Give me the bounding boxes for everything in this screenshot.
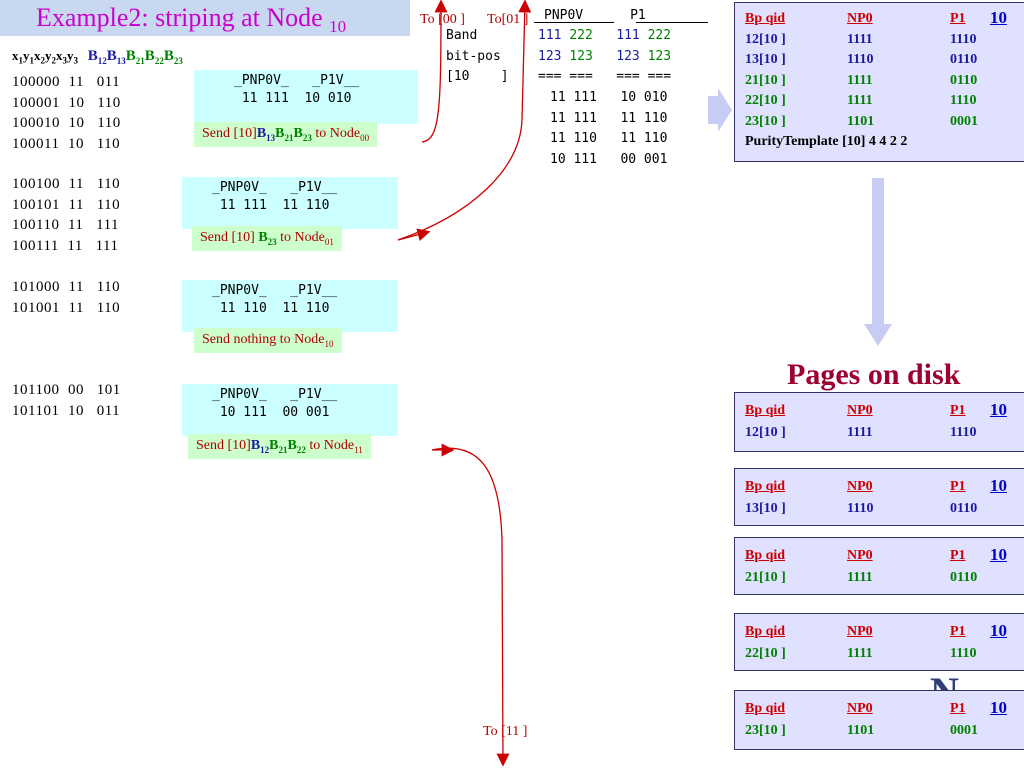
to-00-label: To [00 ] [420, 12, 465, 27]
band-label: Band [446, 28, 478, 43]
head-underline-1 [534, 22, 614, 23]
head-underline-2 [636, 22, 708, 23]
flow-arrow-right-head [718, 88, 732, 132]
bitpos-label: bit-pos [446, 49, 501, 64]
purity-box-01: _PNP0V_ _P1V__ 11 111 11 110 [182, 177, 398, 229]
vars-header: x1y1x2y2x3y3 [12, 48, 78, 66]
purity-box-10: _PNP0V_ _P1V__ 11 110 11 110 [182, 280, 398, 332]
arrow-to-11 [431, 447, 510, 767]
purity-box-00: _PNP0V_ _P1V__ 11 111 10 010 [194, 70, 418, 124]
purity-box-11: _PNP0V_ _P1V__ 10 111 00 001 [182, 384, 398, 436]
flow-arrow-down-bar [872, 178, 884, 326]
title-bar [0, 0, 410, 36]
slide-title: Example2: striping at Node 10 [36, 3, 347, 37]
pages-on-disk-title: Pages on disk [787, 358, 961, 391]
arrow-to-01-tail [397, 228, 431, 241]
separator-row: === === === === [538, 69, 672, 84]
bitpos-values: 123 123 123 123 [538, 49, 672, 64]
send-box-01: Send [10] B23 to Node01 [192, 226, 342, 251]
band-header: B12B13 [87, 48, 126, 66]
flow-arrow-right-bar [708, 96, 718, 124]
column-header: x1y1x2y2x3y3 B12B13B21B22B23 [12, 48, 183, 66]
to-01-label: To[01 ] [487, 12, 529, 27]
qid-label: [10 ] [446, 69, 509, 84]
arrow-to-01 [397, 0, 532, 241]
send-box-11: Send [10]B12B21B22 to Node11 [188, 434, 371, 459]
send-box-10: Send nothing to Node10 [194, 328, 342, 353]
arrow-to-00 [421, 0, 448, 143]
send-box-00: Send [10]B13B21B23 to Node00 [194, 122, 378, 147]
middle-head: PNP0V P1 [544, 8, 646, 23]
band-values: 111 222 111 222 [538, 28, 672, 43]
flow-arrow-down-head [864, 324, 892, 346]
to-11-label: To [11 ] [483, 724, 528, 739]
